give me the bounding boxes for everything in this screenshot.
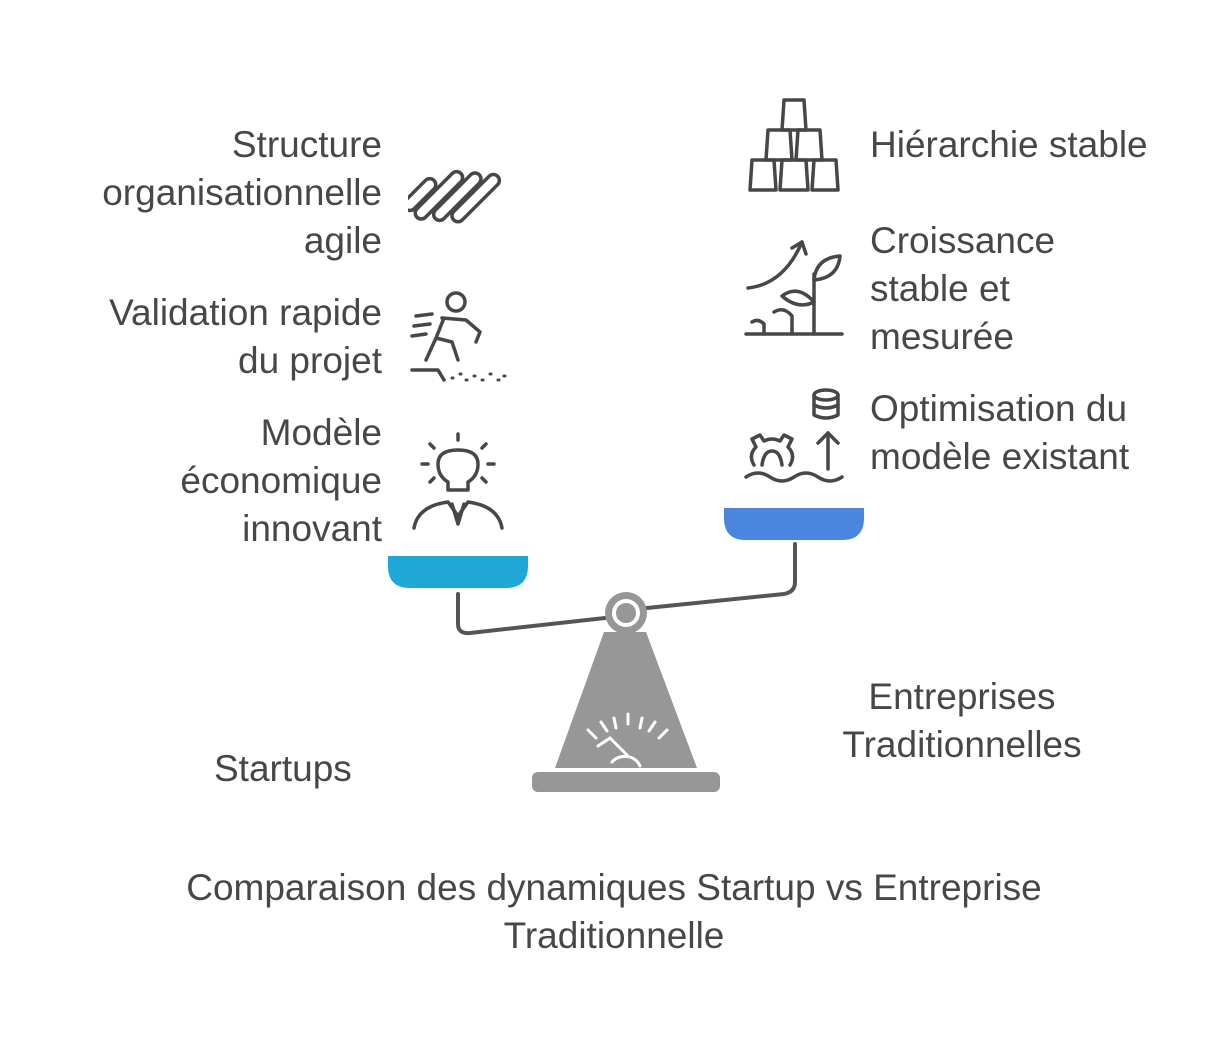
right-pan bbox=[724, 508, 864, 540]
gear-database-icon bbox=[744, 388, 844, 483]
left-item-1-label: Structure organisationnelle agile bbox=[102, 124, 382, 261]
startups-title: Startups bbox=[214, 748, 352, 789]
left-item-2-label: Validation rapide du projet bbox=[109, 292, 382, 381]
right-item-2-label: Croissance stable et mesurée bbox=[870, 220, 1056, 357]
right-item-3-label: Optimisation du modèle existant bbox=[870, 388, 1130, 477]
gauge-icon bbox=[586, 712, 669, 768]
right-item-1-label: Hiérarchie stable bbox=[870, 124, 1148, 165]
lightbulb-person-icon bbox=[412, 432, 504, 530]
running-person-icon bbox=[410, 291, 507, 382]
left-item-3-label: Modèle économique innovant bbox=[180, 412, 382, 549]
diagram-caption: Comparaison des dynamiques Startup vs En… bbox=[186, 867, 1042, 956]
agile-structure-icon bbox=[408, 169, 502, 224]
stacked-blocks-icon bbox=[748, 98, 840, 192]
scale-pivot bbox=[605, 592, 647, 634]
scale-beam bbox=[456, 542, 797, 636]
scale-stand bbox=[555, 632, 697, 768]
scale-base bbox=[532, 772, 720, 792]
left-pan bbox=[388, 556, 528, 588]
growing-plant-icon bbox=[744, 240, 844, 336]
traditional-title: Entreprises Traditionnelles bbox=[842, 676, 1082, 765]
